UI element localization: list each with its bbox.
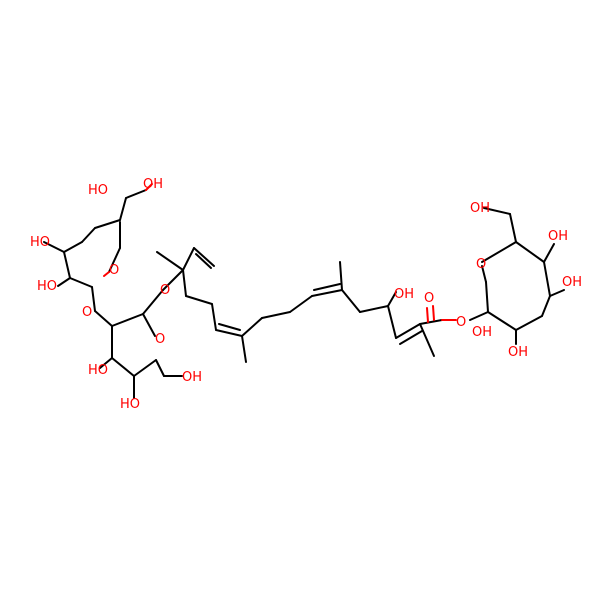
bond (515, 315, 543, 331)
hydroxyl-label: OH (143, 177, 163, 192)
bond (395, 323, 421, 339)
bond (111, 313, 144, 327)
bond (483, 207, 511, 215)
bond (339, 261, 343, 291)
bond (69, 277, 93, 288)
bond (541, 295, 551, 317)
ring-oxygen-label: O (109, 263, 119, 278)
bond (81, 227, 96, 243)
oxygen-bonds (103, 183, 457, 323)
bond (145, 183, 153, 191)
bond (108, 247, 121, 273)
bond (261, 311, 291, 319)
hydroxyl-label: OH (394, 287, 414, 302)
bond (91, 286, 96, 312)
bond (103, 271, 110, 277)
bond (162, 269, 184, 291)
bond (99, 357, 113, 369)
bond (241, 335, 247, 363)
ester-oxygen-label: O (456, 315, 466, 330)
hydroxyl-label: OH (562, 275, 582, 290)
ring-oxygen-label: O (155, 332, 165, 347)
bond (142, 313, 156, 337)
bond (193, 247, 215, 267)
bond (119, 197, 127, 221)
bond (549, 289, 565, 297)
bond (185, 295, 213, 305)
bond (211, 303, 217, 331)
bond (387, 291, 397, 307)
hydroxyl-label: HO (88, 183, 108, 198)
bond (487, 311, 517, 331)
bond (142, 289, 164, 315)
bond (481, 241, 517, 263)
bond (215, 329, 243, 337)
glycosidic-oxygen-label: O (160, 283, 170, 298)
bond (419, 319, 443, 325)
bond (94, 219, 121, 229)
bond (155, 359, 165, 377)
bond (426, 307, 429, 323)
carbon-skeleton (43, 189, 565, 399)
bond (63, 251, 71, 279)
hydroxyl-label: OH (508, 345, 528, 360)
hydroxyl-label: OH (182, 370, 202, 385)
bond (156, 251, 184, 271)
hydroxyl-label: HO (30, 235, 50, 250)
hydroxyl-label: OH (470, 201, 490, 216)
carbonyl-oxygen-label: O (424, 291, 434, 306)
bond (341, 289, 361, 313)
hydroxyl-label: HO (120, 397, 140, 412)
bond (94, 310, 113, 327)
atom-labels: OH HO HO HO O O O O HO HO OH OH O O O OH… (30, 177, 582, 412)
bond (182, 269, 187, 297)
bond (241, 317, 263, 337)
hydroxyl-label: OH (548, 229, 568, 244)
bond (543, 261, 551, 297)
bond (481, 265, 487, 283)
bond (419, 323, 435, 357)
bond (182, 247, 195, 271)
bond (313, 283, 341, 291)
bond (359, 305, 389, 313)
bond (289, 295, 313, 313)
bond (432, 305, 435, 321)
hydroxyl-label: HO (37, 279, 57, 294)
bond (387, 305, 397, 339)
ring-oxygen-label: O (476, 257, 486, 272)
bond (125, 189, 147, 199)
bond (485, 281, 489, 313)
bond (111, 357, 135, 377)
bond (515, 241, 545, 263)
bond (543, 243, 555, 263)
bond (509, 213, 517, 243)
bond (311, 289, 343, 297)
glycosidic-oxygen-label: O (82, 305, 92, 320)
bond (133, 359, 157, 377)
bond (43, 241, 65, 253)
bond (399, 330, 423, 345)
bond (63, 241, 83, 253)
bond (57, 277, 71, 287)
hydroxyl-label: OH (472, 325, 492, 340)
bond (218, 323, 241, 331)
bond (195, 253, 212, 269)
hydroxyl-label: HO (88, 363, 108, 378)
bond (469, 311, 489, 321)
